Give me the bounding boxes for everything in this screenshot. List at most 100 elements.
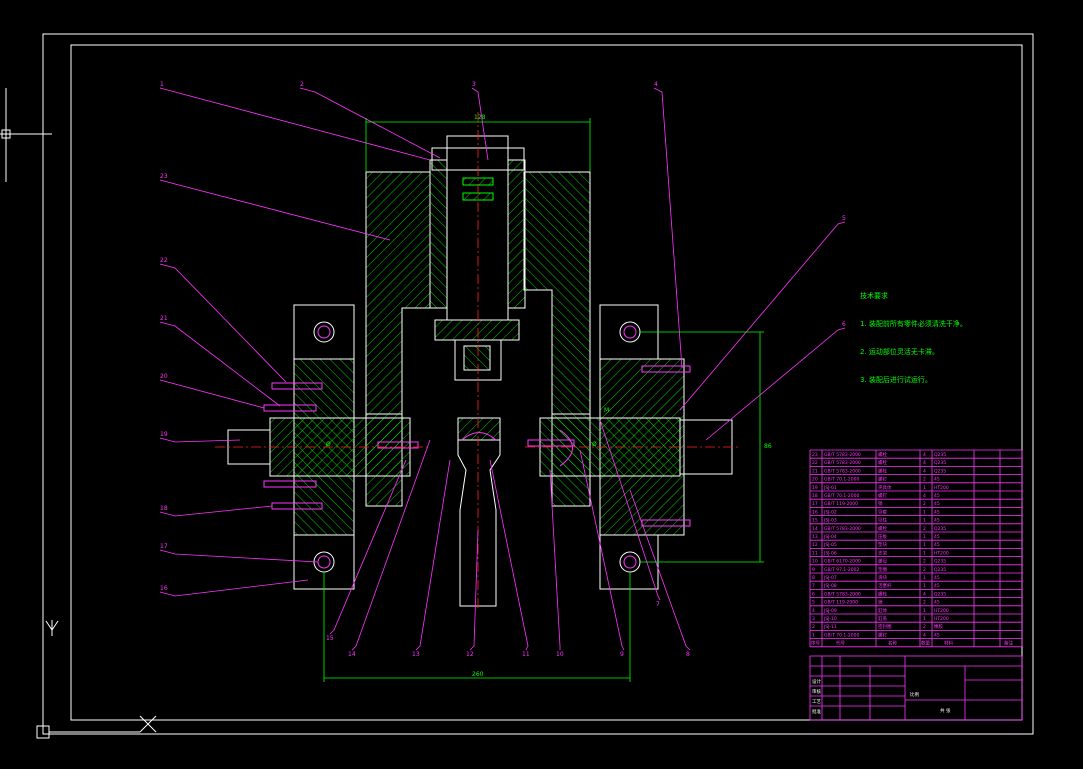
assembly-drawing: 128 260 86 Ø Ø M 1 2 3 4 5 6 23 22 21 20… (159, 81, 846, 682)
bom-row-material: Q235 (934, 567, 946, 573)
leader-2 (299, 87, 441, 159)
bom-row-no: 13 (812, 534, 818, 540)
dim-top-text: 128 (474, 114, 486, 121)
bom-row-material: Q235 (934, 452, 946, 458)
tb-process: 工艺 (812, 699, 821, 705)
bom-row-material: 45 (934, 518, 940, 524)
bom-row-code: GB/T 5783-2000 (824, 526, 861, 532)
bom-row-material: 橡胶 (934, 623, 943, 630)
bom-row-material: Q235 (934, 526, 946, 532)
bom-row-qty: 1 (923, 583, 926, 589)
bom-row-material: 45 (934, 575, 940, 581)
note-2: 2. 运动部位灵活无卡滞。 (860, 347, 939, 356)
leader-9 (579, 449, 625, 651)
balloon-21: 21 (160, 315, 168, 322)
bolt-left-3 (263, 480, 317, 488)
leader-20 (159, 379, 265, 409)
balloon-8: 8 (686, 651, 690, 658)
bom-row-code: GB/T 5783-2000 (824, 460, 861, 466)
balloon-6: 6 (842, 321, 846, 328)
bom-row-name: 销 (878, 599, 883, 606)
bom-row-code: JSJ-11 (823, 624, 837, 630)
bom-row-qty: 1 (923, 485, 926, 491)
bom-row-no: 16 (812, 509, 818, 515)
leader-5 (679, 221, 846, 411)
bom-row-qty: 1 (923, 518, 926, 524)
bom-row-code: GB/T 70.1-2000 (824, 632, 860, 638)
bom-row-no: 17 (812, 501, 818, 507)
bom-row-material: Q235 (934, 559, 946, 565)
bom-row-code: GB/T 70.1-2000 (824, 493, 860, 499)
bom-row-name: 导柱 (878, 517, 887, 524)
bom-row-qty: 2 (923, 501, 926, 507)
bom-row-no: 7 (812, 583, 815, 589)
bom-row-no: 23 (812, 452, 818, 458)
bom-row-qty: 4 (923, 591, 926, 597)
dim-right-b: M (604, 407, 609, 414)
bom-row-material: HT200 (934, 608, 949, 614)
bom-row-name: 螺钉 (878, 631, 887, 638)
bom-row-code: JSJ-09 (823, 608, 837, 614)
balloon-9: 9 (620, 651, 624, 658)
left-bolt-hole-top (313, 321, 335, 343)
dim-right-text: 86 (764, 443, 772, 450)
bom-row-qty: 1 (923, 534, 926, 540)
balloon-2: 2 (300, 81, 304, 88)
bom-row-qty: 4 (923, 460, 926, 466)
bom-row-qty: 4 (923, 452, 926, 458)
leader-7 (599, 419, 661, 601)
left-bolt-hole-top-in (317, 325, 331, 339)
body-left (365, 171, 431, 415)
balloon-18: 18 (160, 505, 168, 512)
flange-inner (454, 339, 502, 381)
bom-row-name: 密封圈 (878, 623, 892, 630)
crosshair-cursor-icon (0, 88, 52, 182)
bom-row-name: 螺钉 (878, 492, 887, 499)
tb-design: 设计 (812, 678, 821, 685)
bom-row-code: JSJ-10 (823, 616, 837, 622)
bom-row-no: 15 (812, 518, 818, 524)
balloon-22: 22 (160, 257, 168, 264)
bom-header-name: 名称 (888, 640, 897, 647)
title-block (809, 655, 1023, 721)
bom-row-no: 12 (812, 542, 818, 548)
bom-row-qty: 1 (923, 550, 926, 556)
left-bolt-hole-bottom-in (317, 555, 331, 569)
leader-11 (489, 459, 529, 651)
bom-row-name: 缸盖 (878, 615, 887, 622)
balloon-19: 19 (160, 431, 168, 438)
balloon-13: 13 (412, 651, 420, 658)
clamp-jaw-right (559, 429, 573, 467)
bom-row-material: 45 (934, 583, 940, 589)
inner-frame (70, 44, 1023, 721)
bom-row-code: GB/T 119-2000 (824, 501, 858, 507)
leader-23 (159, 179, 391, 241)
bom-row-name: 滑块 (878, 574, 887, 581)
leader-16 (159, 579, 309, 597)
bom-row-material: HT200 (934, 616, 949, 622)
ucs-y-axis-icon (45, 620, 59, 636)
bom-row-name: 压板 (878, 533, 887, 540)
leader-15 (329, 459, 407, 635)
x-mark-icon (139, 715, 157, 733)
bom-row-code: GB/T 97.1-2002 (824, 567, 860, 573)
bom-row-material: Q235 (934, 468, 946, 474)
bom-row-qty: 1 (923, 575, 926, 581)
bom-row-no: 21 (812, 468, 818, 474)
leader-8 (629, 489, 691, 651)
balloon-10: 10 (556, 651, 564, 658)
note-1: 1. 装配前所有零件必须清洗干净。 (860, 319, 967, 328)
bom-row-qty: 1 (923, 608, 926, 614)
bom-row-no: 5 (812, 600, 815, 606)
bom-row-qty: 2 (923, 624, 926, 630)
balloon-1: 1 (160, 81, 164, 88)
bom-row-material: 45 (934, 632, 940, 638)
bom-row-qty: 2 (923, 526, 926, 532)
bolt-right-1 (641, 365, 691, 373)
bom-row-code: JSJ-06 (823, 550, 837, 556)
right-bolt-hole-bottom (619, 551, 641, 573)
tb-check: 审核 (812, 688, 821, 695)
technical-notes: 技术要求 1. 装配前所有零件必须清洗干净。 2. 运动部位灵活无卡滞。 3. … (860, 291, 967, 384)
leader-19 (159, 437, 241, 443)
